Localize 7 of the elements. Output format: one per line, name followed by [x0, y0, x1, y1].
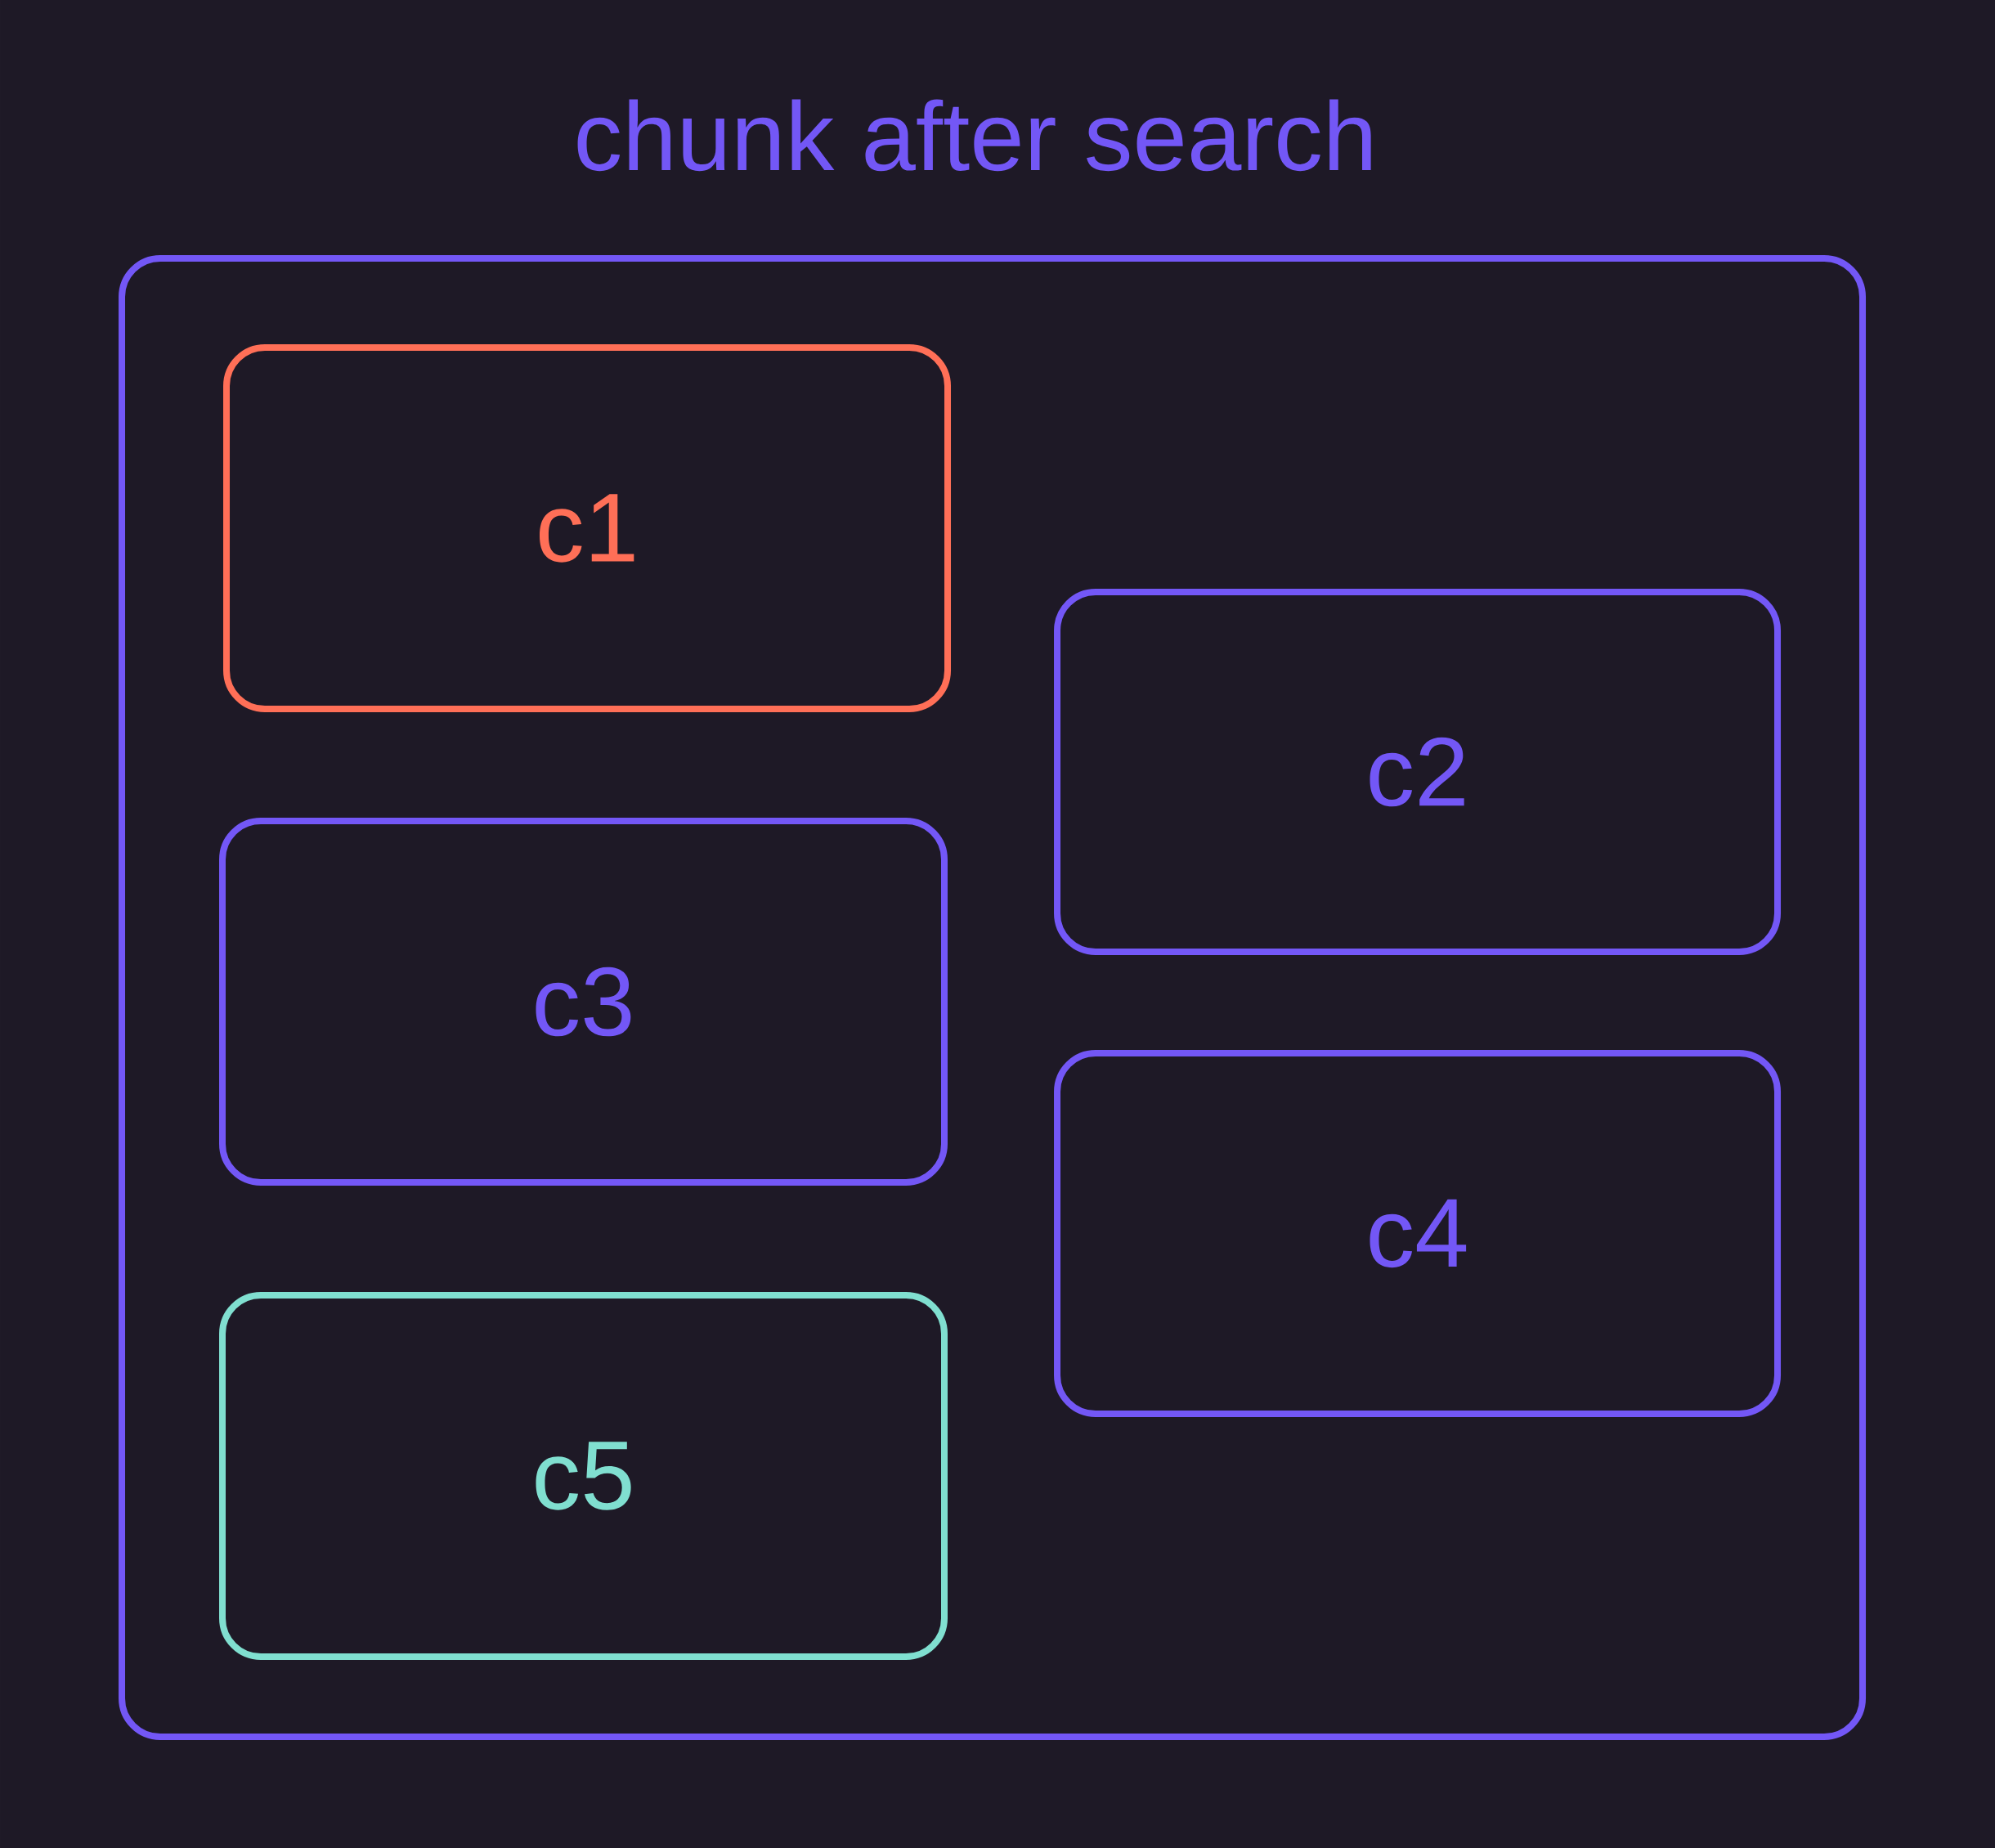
title: chunk after search: [577, 99, 1371, 172]
chunk-box: c1: [223, 344, 951, 712]
chunk-box: c4: [1054, 1050, 1781, 1417]
chunk-box: c5: [219, 1292, 948, 1661]
container-box: [119, 255, 1866, 1740]
chunk-box: c2: [1054, 589, 1781, 955]
chunk-box: c3: [219, 818, 948, 1186]
